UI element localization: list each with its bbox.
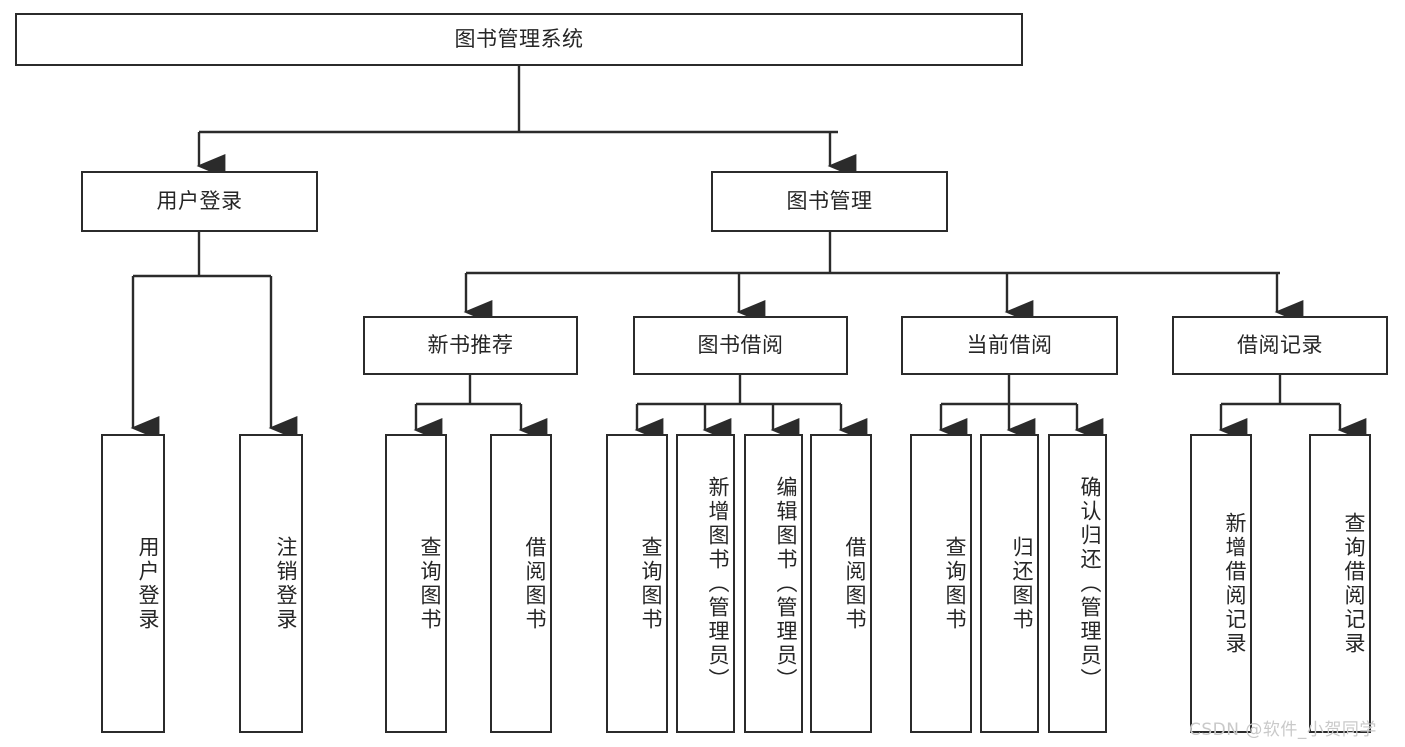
node-book-management-label: 图书管理	[786, 189, 873, 214]
node-root-system[interactable]: 图书管理系统	[15, 13, 1023, 66]
node-leaf-confirm-return-admin[interactable]: 确认归还（管理员）	[1048, 434, 1107, 733]
node-root-label: 图书管理系统	[454, 27, 584, 52]
node-leaf-query-book-1[interactable]: 查询图书	[385, 434, 447, 733]
node-leaf-borrow-book-1[interactable]: 借阅图书	[490, 434, 552, 733]
node-leaf-query-book-2[interactable]: 查询图书	[606, 434, 668, 733]
node-new-book-recommend[interactable]: 新书推荐	[363, 316, 578, 375]
node-current-borrow-label: 当前借阅	[966, 333, 1053, 358]
node-leaf-user-login[interactable]: 用户登录	[101, 434, 165, 733]
node-leaf-borrow-book-2-label: 借阅图书	[843, 535, 867, 632]
node-leaf-return-book-label: 归还图书	[1010, 535, 1034, 632]
node-leaf-query-borrow-record-label: 查询借阅记录	[1342, 511, 1366, 656]
node-leaf-borrow-book-1-label: 借阅图书	[523, 535, 547, 632]
node-leaf-add-borrow-record[interactable]: 新增借阅记录	[1190, 434, 1252, 733]
node-leaf-edit-book-admin-label: 编辑图书（管理员）	[774, 475, 798, 692]
node-borrow-record-label: 借阅记录	[1237, 333, 1323, 358]
node-book-management[interactable]: 图书管理	[711, 171, 948, 232]
node-new-book-recommend-label: 新书推荐	[427, 333, 514, 358]
node-leaf-query-book-2-label: 查询图书	[639, 535, 663, 632]
node-leaf-add-book-admin[interactable]: 新增图书（管理员）	[676, 434, 735, 733]
node-leaf-user-login-label: 用户登录	[136, 535, 160, 632]
node-leaf-edit-book-admin[interactable]: 编辑图书（管理员）	[744, 434, 803, 733]
node-current-borrow[interactable]: 当前借阅	[901, 316, 1118, 375]
node-leaf-logout-login[interactable]: 注销登录	[239, 434, 303, 733]
watermark-credit: CSDN @软件_小贺同学	[1189, 720, 1377, 740]
node-book-borrow-label: 图书借阅	[697, 333, 784, 358]
node-user-login-label: 用户登录	[156, 189, 243, 214]
node-leaf-add-book-admin-label: 新增图书（管理员）	[706, 475, 730, 692]
node-borrow-record[interactable]: 借阅记录	[1172, 316, 1388, 375]
node-leaf-query-book-1-label: 查询图书	[418, 535, 442, 632]
node-leaf-confirm-return-admin-label: 确认归还（管理员）	[1078, 475, 1102, 692]
node-leaf-logout-login-label: 注销登录	[274, 535, 298, 632]
node-leaf-query-borrow-record[interactable]: 查询借阅记录	[1309, 434, 1371, 733]
node-leaf-borrow-book-2[interactable]: 借阅图书	[810, 434, 872, 733]
node-leaf-query-book-3-label: 查询图书	[943, 535, 967, 632]
node-leaf-add-borrow-record-label: 新增借阅记录	[1223, 511, 1247, 656]
node-book-borrow[interactable]: 图书借阅	[633, 316, 848, 375]
node-leaf-return-book[interactable]: 归还图书	[980, 434, 1039, 733]
node-user-login[interactable]: 用户登录	[81, 171, 318, 232]
node-leaf-query-book-3[interactable]: 查询图书	[910, 434, 972, 733]
